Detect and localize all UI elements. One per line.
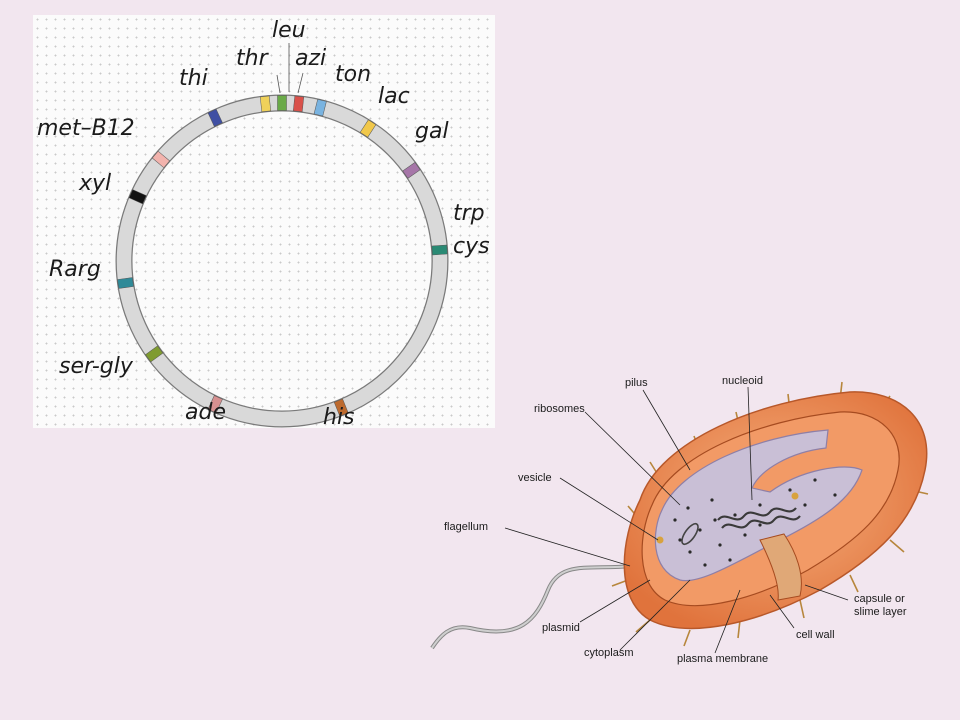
label-vesicle: vesicle <box>518 472 552 484</box>
label-leader-lines <box>504 386 849 654</box>
label-plasmid: plasmid <box>542 622 580 634</box>
gene-label-xyl: xyl <box>78 171 111 196</box>
gene-marker-lac <box>359 119 377 138</box>
gene-marker-azi <box>292 95 305 113</box>
label-ribosomes: ribosomes <box>534 403 585 415</box>
gene-label-thr: thr <box>236 46 270 71</box>
label-capsule-line2: slime layer <box>854 606 907 618</box>
label-plasma-membrane: plasma membrane <box>677 653 768 665</box>
gene-marker-gal <box>402 162 421 179</box>
gene-marker-thi <box>207 108 223 127</box>
flagellum-highlight <box>431 565 633 649</box>
gene-label-thi: thi <box>179 66 208 91</box>
gene-label-leu: leu <box>272 18 306 43</box>
prokaryotic-cell-diagram: pilus nucleoid ribosomes vesicle flagell… <box>430 375 929 665</box>
gene-label-gal: gal <box>415 119 449 144</box>
gene-label-his: his <box>323 405 355 428</box>
gene-label-ade: ade <box>185 400 226 425</box>
gene-label-azi: azi <box>295 46 326 71</box>
gene-label-rarg: Rarg <box>49 257 101 282</box>
gene-marker-xyl <box>128 189 147 205</box>
gene-label-ton: ton <box>335 62 371 87</box>
gene-marker-rarg <box>117 277 134 289</box>
plasmid <box>681 522 699 546</box>
label-flagellum: flagellum <box>444 521 488 533</box>
gene-marker-met-b12 <box>151 150 170 169</box>
label-cell-wall: cell wall <box>796 629 835 641</box>
gene-label-met-b12: met–B12 <box>37 116 135 141</box>
gene-marker-ade <box>207 395 223 414</box>
gene-marker-ton <box>313 99 327 117</box>
plasma-membrane-fold <box>759 533 802 601</box>
vesicle-2 <box>791 492 799 500</box>
label-nucleoid: nucleoid <box>722 375 763 387</box>
gene-marker-leu <box>277 95 287 111</box>
chromosome-ring <box>116 95 448 427</box>
ribosomes <box>673 478 837 567</box>
gene-marker-thr <box>259 95 272 113</box>
gene-marker-ser-gly <box>145 345 164 363</box>
leader-line-azi <box>297 72 304 94</box>
vesicle <box>656 536 664 544</box>
nucleoid <box>717 507 801 529</box>
flagellum <box>430 564 633 650</box>
leader-line-thr <box>276 74 281 94</box>
label-capsule-line1: capsule or <box>854 593 905 605</box>
gene-marker-layer <box>117 95 448 417</box>
gene-label-lac: lac <box>378 84 410 109</box>
gene-label-ser-gly: ser-gly <box>59 354 134 379</box>
label-cytoplasm: cytoplasm <box>584 647 634 659</box>
gene-marker-trp-cys <box>431 244 448 256</box>
label-pilus: pilus <box>625 377 648 389</box>
gene-marker-his <box>333 398 349 417</box>
